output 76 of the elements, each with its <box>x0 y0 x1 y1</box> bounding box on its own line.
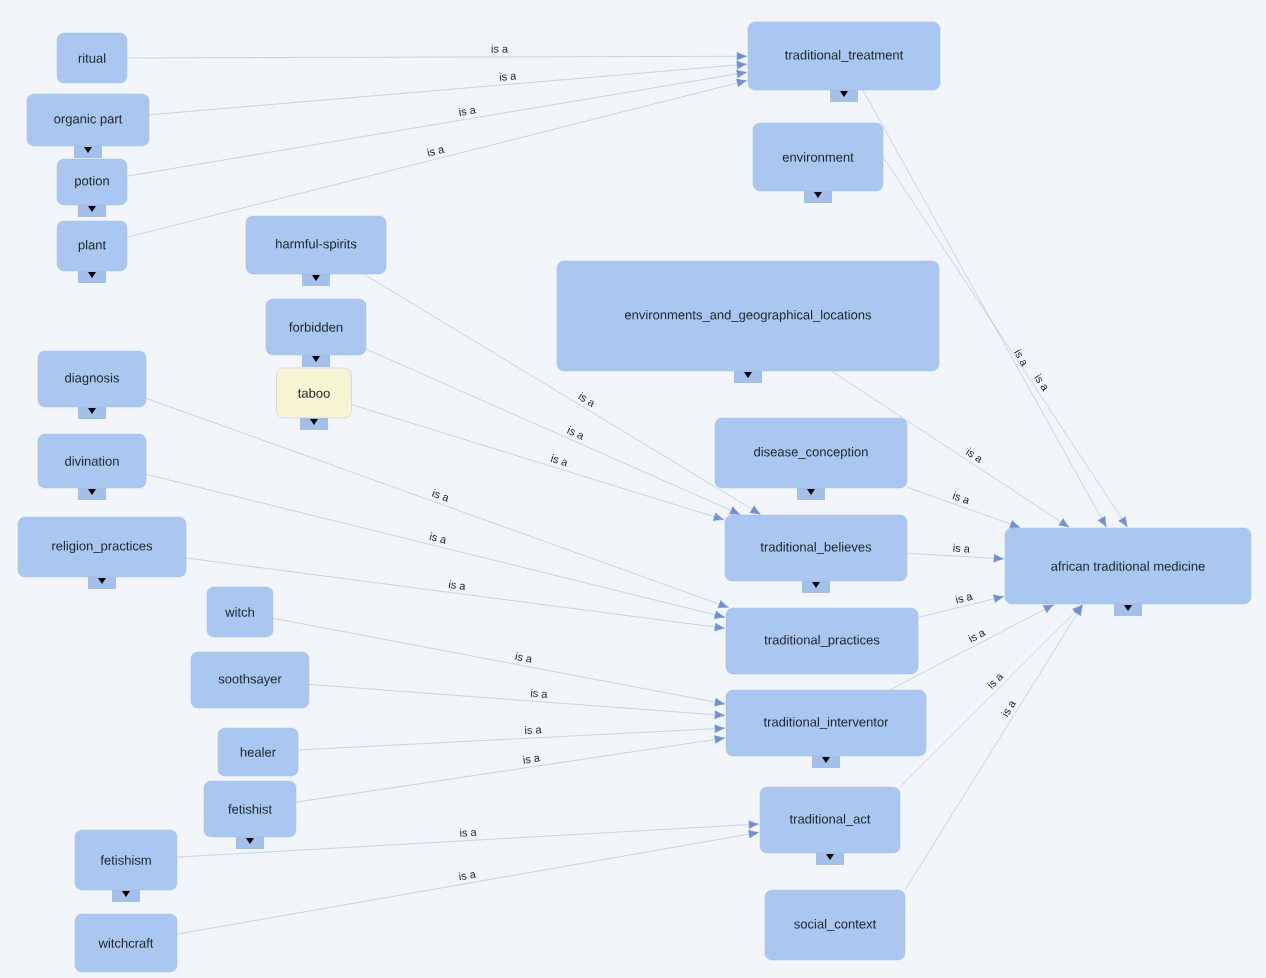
edge-label: is a <box>491 44 509 53</box>
concept-box: environment <box>752 122 884 192</box>
is-a-arrow <box>126 52 747 61</box>
edge-label: is a <box>524 726 542 735</box>
concept-box: harmful-spirits <box>245 215 387 275</box>
is-a-arrow <box>145 398 729 609</box>
concept-box: forbidden <box>265 298 367 356</box>
edge-label: is a <box>953 543 970 553</box>
is-a-arrow <box>272 617 725 707</box>
edge-label: is a <box>578 391 594 408</box>
is-a-arrow <box>882 156 1128 528</box>
edge-label: is a <box>499 72 517 81</box>
concept-box: traditional_treatment <box>747 21 941 91</box>
edge-label: is a <box>955 594 974 604</box>
edge-label: is a <box>431 488 449 502</box>
edge-label: is a <box>952 491 969 505</box>
concept-box: taboo <box>276 367 352 419</box>
concept-box: divination <box>37 433 147 489</box>
is-a-arrow <box>185 557 725 632</box>
edge-label: is a <box>566 425 583 440</box>
is-a-arrow <box>351 404 724 521</box>
edge-label: is a <box>965 447 982 464</box>
edge-label: is a <box>967 630 987 643</box>
is-a-arrow <box>126 69 747 177</box>
concept-box: witchcraft <box>74 913 178 973</box>
is-a-arrow <box>862 89 1107 528</box>
is-a-arrow <box>126 78 747 238</box>
is-a-arrow <box>176 820 759 858</box>
is-a-arrow <box>145 474 725 620</box>
concept-box: diagnosis <box>37 350 147 408</box>
edge-label: is a <box>522 755 541 764</box>
is-a-arrow <box>917 594 1004 618</box>
concept-box: traditional_interventor <box>725 689 927 757</box>
is-a-arrow <box>904 604 1083 891</box>
is-a-arrow <box>906 552 1004 563</box>
concept-box: fetishist <box>203 780 297 838</box>
is-a-arrow <box>308 684 725 720</box>
concept-box: ritual <box>56 32 128 84</box>
is-a-arrow <box>889 604 1054 691</box>
edge-label: is a <box>1034 373 1048 392</box>
concept-box: plant <box>56 220 128 272</box>
edge-label: is a <box>458 872 477 881</box>
edge-label: is a <box>426 147 445 157</box>
edge-label: is a <box>448 580 466 591</box>
edge-label: is a <box>458 107 477 116</box>
concept-box: disease_conception <box>714 417 908 489</box>
edge-label: is a <box>429 532 446 544</box>
concept-box: witch <box>206 586 274 638</box>
edge-label: is a <box>515 652 532 663</box>
is-a-arrow <box>906 486 1021 529</box>
concept-box: environments_and_geographical_locations <box>556 260 940 372</box>
is-a-arrow <box>297 724 725 751</box>
concept-box: soothsayer <box>190 651 310 709</box>
concept-box: traditional_act <box>759 786 901 854</box>
is-a-arrow <box>365 348 741 515</box>
concept-box: potion <box>56 158 128 206</box>
is-a-arrow <box>363 273 761 515</box>
concept-box: healer <box>217 727 299 777</box>
edge-label: is a <box>1000 701 1017 718</box>
is-a-arrow <box>899 604 1083 788</box>
concept-box: religion_practices <box>17 516 187 578</box>
concept-box: organic part <box>26 93 150 147</box>
is-a-arrow <box>831 370 1070 528</box>
concept-box: african traditional medicine <box>1004 527 1252 605</box>
edge-label: is a <box>460 828 477 837</box>
is-a-arrow <box>148 60 747 116</box>
concept-box: traditional_believes <box>724 514 908 582</box>
concept-box: traditional_practices <box>725 607 919 675</box>
concept-box: fetishism <box>74 829 178 891</box>
is-a-arrow <box>176 829 759 935</box>
concept-box: social_context <box>764 889 906 961</box>
edge-label: is a <box>1014 348 1027 367</box>
is-a-arrow <box>295 735 725 803</box>
edge-label: is a <box>530 688 548 698</box>
edge-label: is a <box>986 674 1004 689</box>
edge-label: is a <box>550 454 567 467</box>
